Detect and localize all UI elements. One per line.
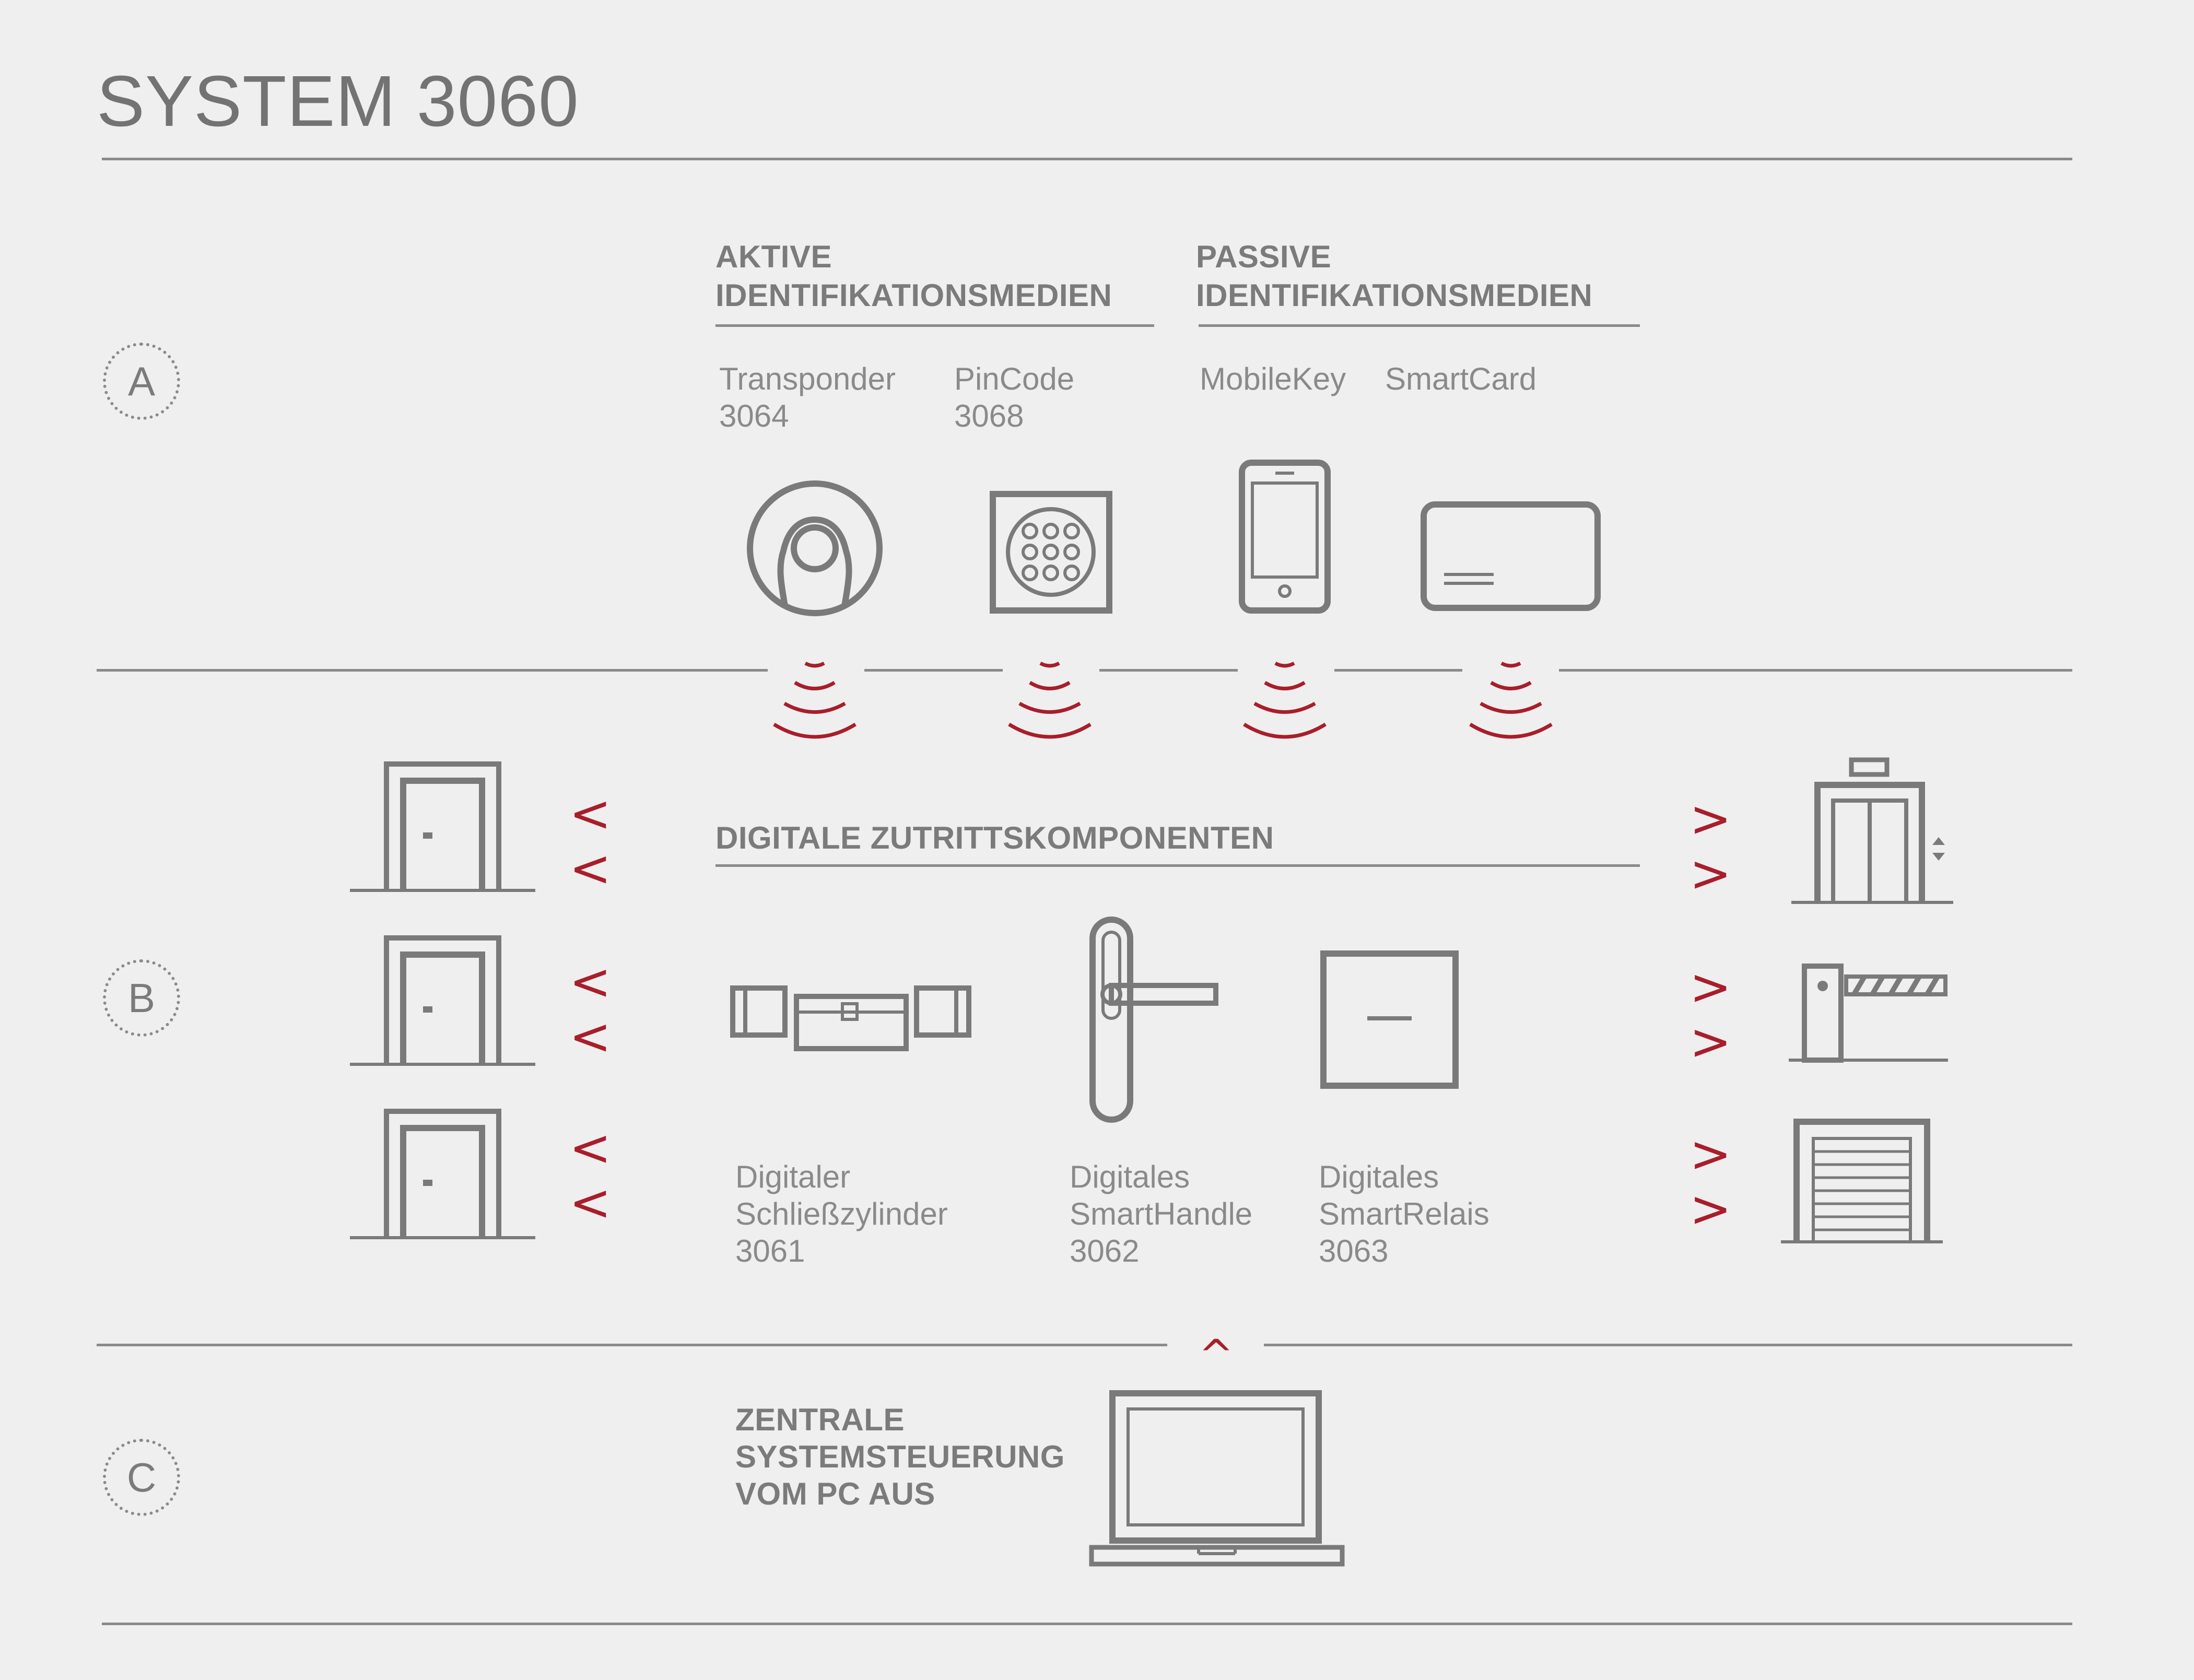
left-arrow: < <box>569 1173 612 1232</box>
right-arrow: > <box>1690 1180 1732 1238</box>
transponder-icon <box>747 480 883 616</box>
active-media-heading: AKTIVE IDENTIFIKATIONSMEDIEN <box>715 239 1112 313</box>
pincode-keypad-icon <box>990 491 1112 614</box>
transponder-label: Transponder 3064 <box>719 361 896 433</box>
divider-bc-2 <box>1264 1344 2072 1346</box>
door-handle-icon <box>1089 917 1218 1123</box>
right-arrow: > <box>1690 1125 1732 1183</box>
door-icon <box>350 1109 535 1239</box>
section-a-marker: A <box>103 343 180 420</box>
garage-door-icon <box>1781 1119 1943 1243</box>
section-c-marker: C <box>103 1439 180 1516</box>
bottom-divider <box>102 1623 2072 1625</box>
mobilekey-label: MobileKey <box>1200 361 1346 396</box>
smartphone-icon <box>1239 460 1331 614</box>
left-arrow: < <box>569 839 612 898</box>
left-arrow: < <box>569 1007 612 1066</box>
divider-ab-2 <box>864 669 1003 672</box>
smarthandle-label: Digitales SmartHandle 3062 <box>1070 1159 1253 1268</box>
central-control-heading: ZENTRALE SYSTEMSTEUERUNG VOM PC AUS <box>735 1402 1065 1511</box>
right-arrow: > <box>1690 790 1732 848</box>
digital-components-underline <box>715 864 1640 867</box>
parking-barrier-icon <box>1789 964 1948 1063</box>
right-arrow: > <box>1690 1013 1732 1071</box>
door-icon <box>350 935 535 1066</box>
pincode-label: PinCode 3068 <box>954 361 1075 433</box>
page-title: SYSTEM 3060 <box>97 61 579 142</box>
right-arrow: > <box>1690 844 1732 903</box>
laptop-icon <box>1089 1390 1345 1567</box>
smart-relay-icon <box>1320 950 1459 1089</box>
door-icon <box>350 761 535 892</box>
title-divider <box>102 158 2072 160</box>
divider-ab-4 <box>1334 669 1462 672</box>
active-media-underline <box>715 324 1154 327</box>
divider-ab-1 <box>97 669 768 672</box>
elevator-icon <box>1791 757 1953 904</box>
divider-ab-3 <box>1099 669 1238 672</box>
smartrelais-label: Digitales SmartRelais 3063 <box>1319 1159 1489 1268</box>
wireless-signal-icon <box>773 661 857 739</box>
wireless-signal-icon <box>1469 661 1553 739</box>
divider-bc-1 <box>97 1344 1167 1346</box>
lock-cylinder-icon <box>730 985 971 1051</box>
wireless-signal-icon <box>1008 661 1092 739</box>
wireless-signal-icon <box>1243 661 1327 739</box>
digital-components-heading: DIGITALE ZUTRITTSKOMPONENTEN <box>715 820 1274 855</box>
left-arrow: < <box>569 784 612 843</box>
passive-media-underline <box>1199 324 1640 327</box>
cylinder-label: Digitaler Schließzylinder 3061 <box>735 1159 948 1268</box>
divider-ab-5 <box>1559 669 2072 672</box>
left-arrow: < <box>569 953 612 1011</box>
smartcard-label: SmartCard <box>1385 361 1537 396</box>
up-arrow: ^ <box>1199 1331 1234 1379</box>
smartcard-icon <box>1421 501 1601 611</box>
right-arrow: > <box>1690 958 1732 1016</box>
passive-media-heading: PASSIVE IDENTIFIKATIONSMEDIEN <box>1196 239 1593 313</box>
left-arrow: < <box>569 1119 612 1177</box>
section-b-marker: B <box>103 959 180 1037</box>
